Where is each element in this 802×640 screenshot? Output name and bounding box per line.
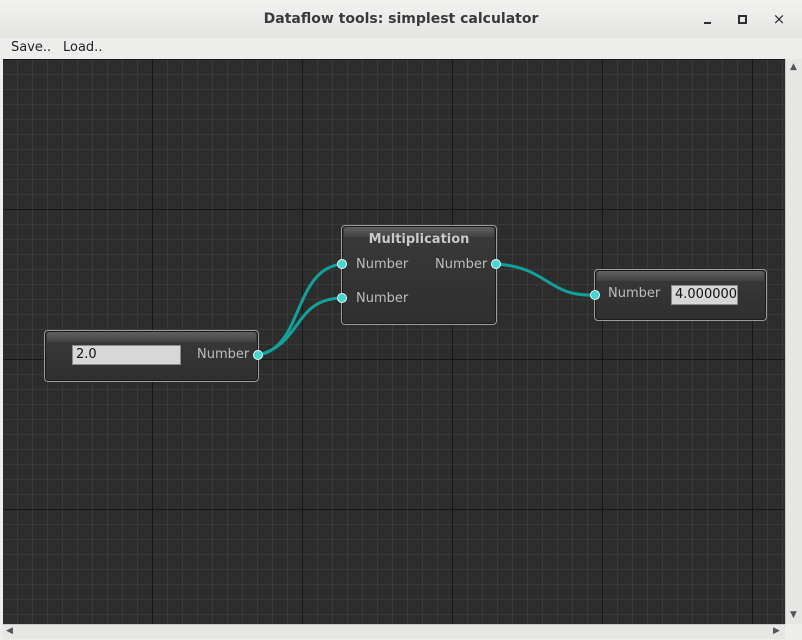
vertical-scrollbar[interactable]: ▲ ▼ — [785, 59, 802, 624]
mult-output-label: Number — [435, 257, 488, 272]
wire-input-to-mult-b[interactable] — [257, 296, 343, 357]
input-output-label: Number — [197, 347, 250, 362]
horizontal-scrollbar[interactable]: ◀ ▶ — [3, 624, 785, 639]
minimize-button[interactable] — [697, 8, 719, 30]
input-value-field[interactable]: 2.0 — [72, 345, 181, 365]
scroll-right-icon[interactable]: ▶ — [773, 626, 780, 636]
node-header — [597, 271, 764, 281]
node-header — [344, 227, 494, 237]
node-canvas[interactable]: 2.0 Number Multiplication Number Number … — [3, 59, 785, 624]
mult-input-b-label: Number — [356, 291, 409, 306]
display-node[interactable]: Number 4.000000 — [594, 269, 767, 321]
mult-output-port[interactable] — [491, 259, 501, 269]
wire-input-to-mult-a[interactable] — [257, 262, 343, 357]
multiplication-title: Multiplication — [368, 232, 470, 247]
wire-mult-to-display[interactable] — [495, 262, 595, 297]
display-value: 4.000000 — [671, 285, 738, 305]
multiplication-node[interactable]: Multiplication Number Number Number — [341, 225, 497, 325]
scroll-down-icon[interactable]: ▼ — [790, 610, 797, 620]
mult-input-a-port[interactable] — [337, 259, 347, 269]
mult-input-b-port[interactable] — [337, 293, 347, 303]
minimize-icon — [704, 22, 711, 24]
window-title: Dataflow tools: simplest calculator — [263, 11, 539, 27]
menu-save[interactable]: Save.. — [11, 40, 52, 55]
scroll-up-icon[interactable]: ▲ — [790, 62, 797, 72]
title-bar[interactable]: Dataflow tools: simplest calculator × — [0, 0, 802, 39]
display-input-port[interactable] — [590, 290, 600, 300]
node-header — [47, 332, 256, 342]
display-input-label: Number — [608, 286, 661, 301]
mult-input-a-label: Number — [356, 257, 409, 272]
input-output-port[interactable] — [253, 350, 263, 360]
menu-bar: Save.. Load.. — [0, 38, 802, 58]
maximize-button[interactable] — [732, 8, 754, 30]
connections-layer — [257, 262, 595, 357]
maximize-icon — [738, 15, 747, 24]
scroll-left-icon[interactable]: ◀ — [6, 626, 13, 636]
close-button[interactable]: × — [768, 8, 790, 30]
menu-load[interactable]: Load.. — [63, 40, 103, 55]
scrollbar-corner — [785, 624, 802, 640]
close-icon: × — [772, 10, 786, 28]
input-node[interactable]: 2.0 Number — [44, 330, 259, 382]
